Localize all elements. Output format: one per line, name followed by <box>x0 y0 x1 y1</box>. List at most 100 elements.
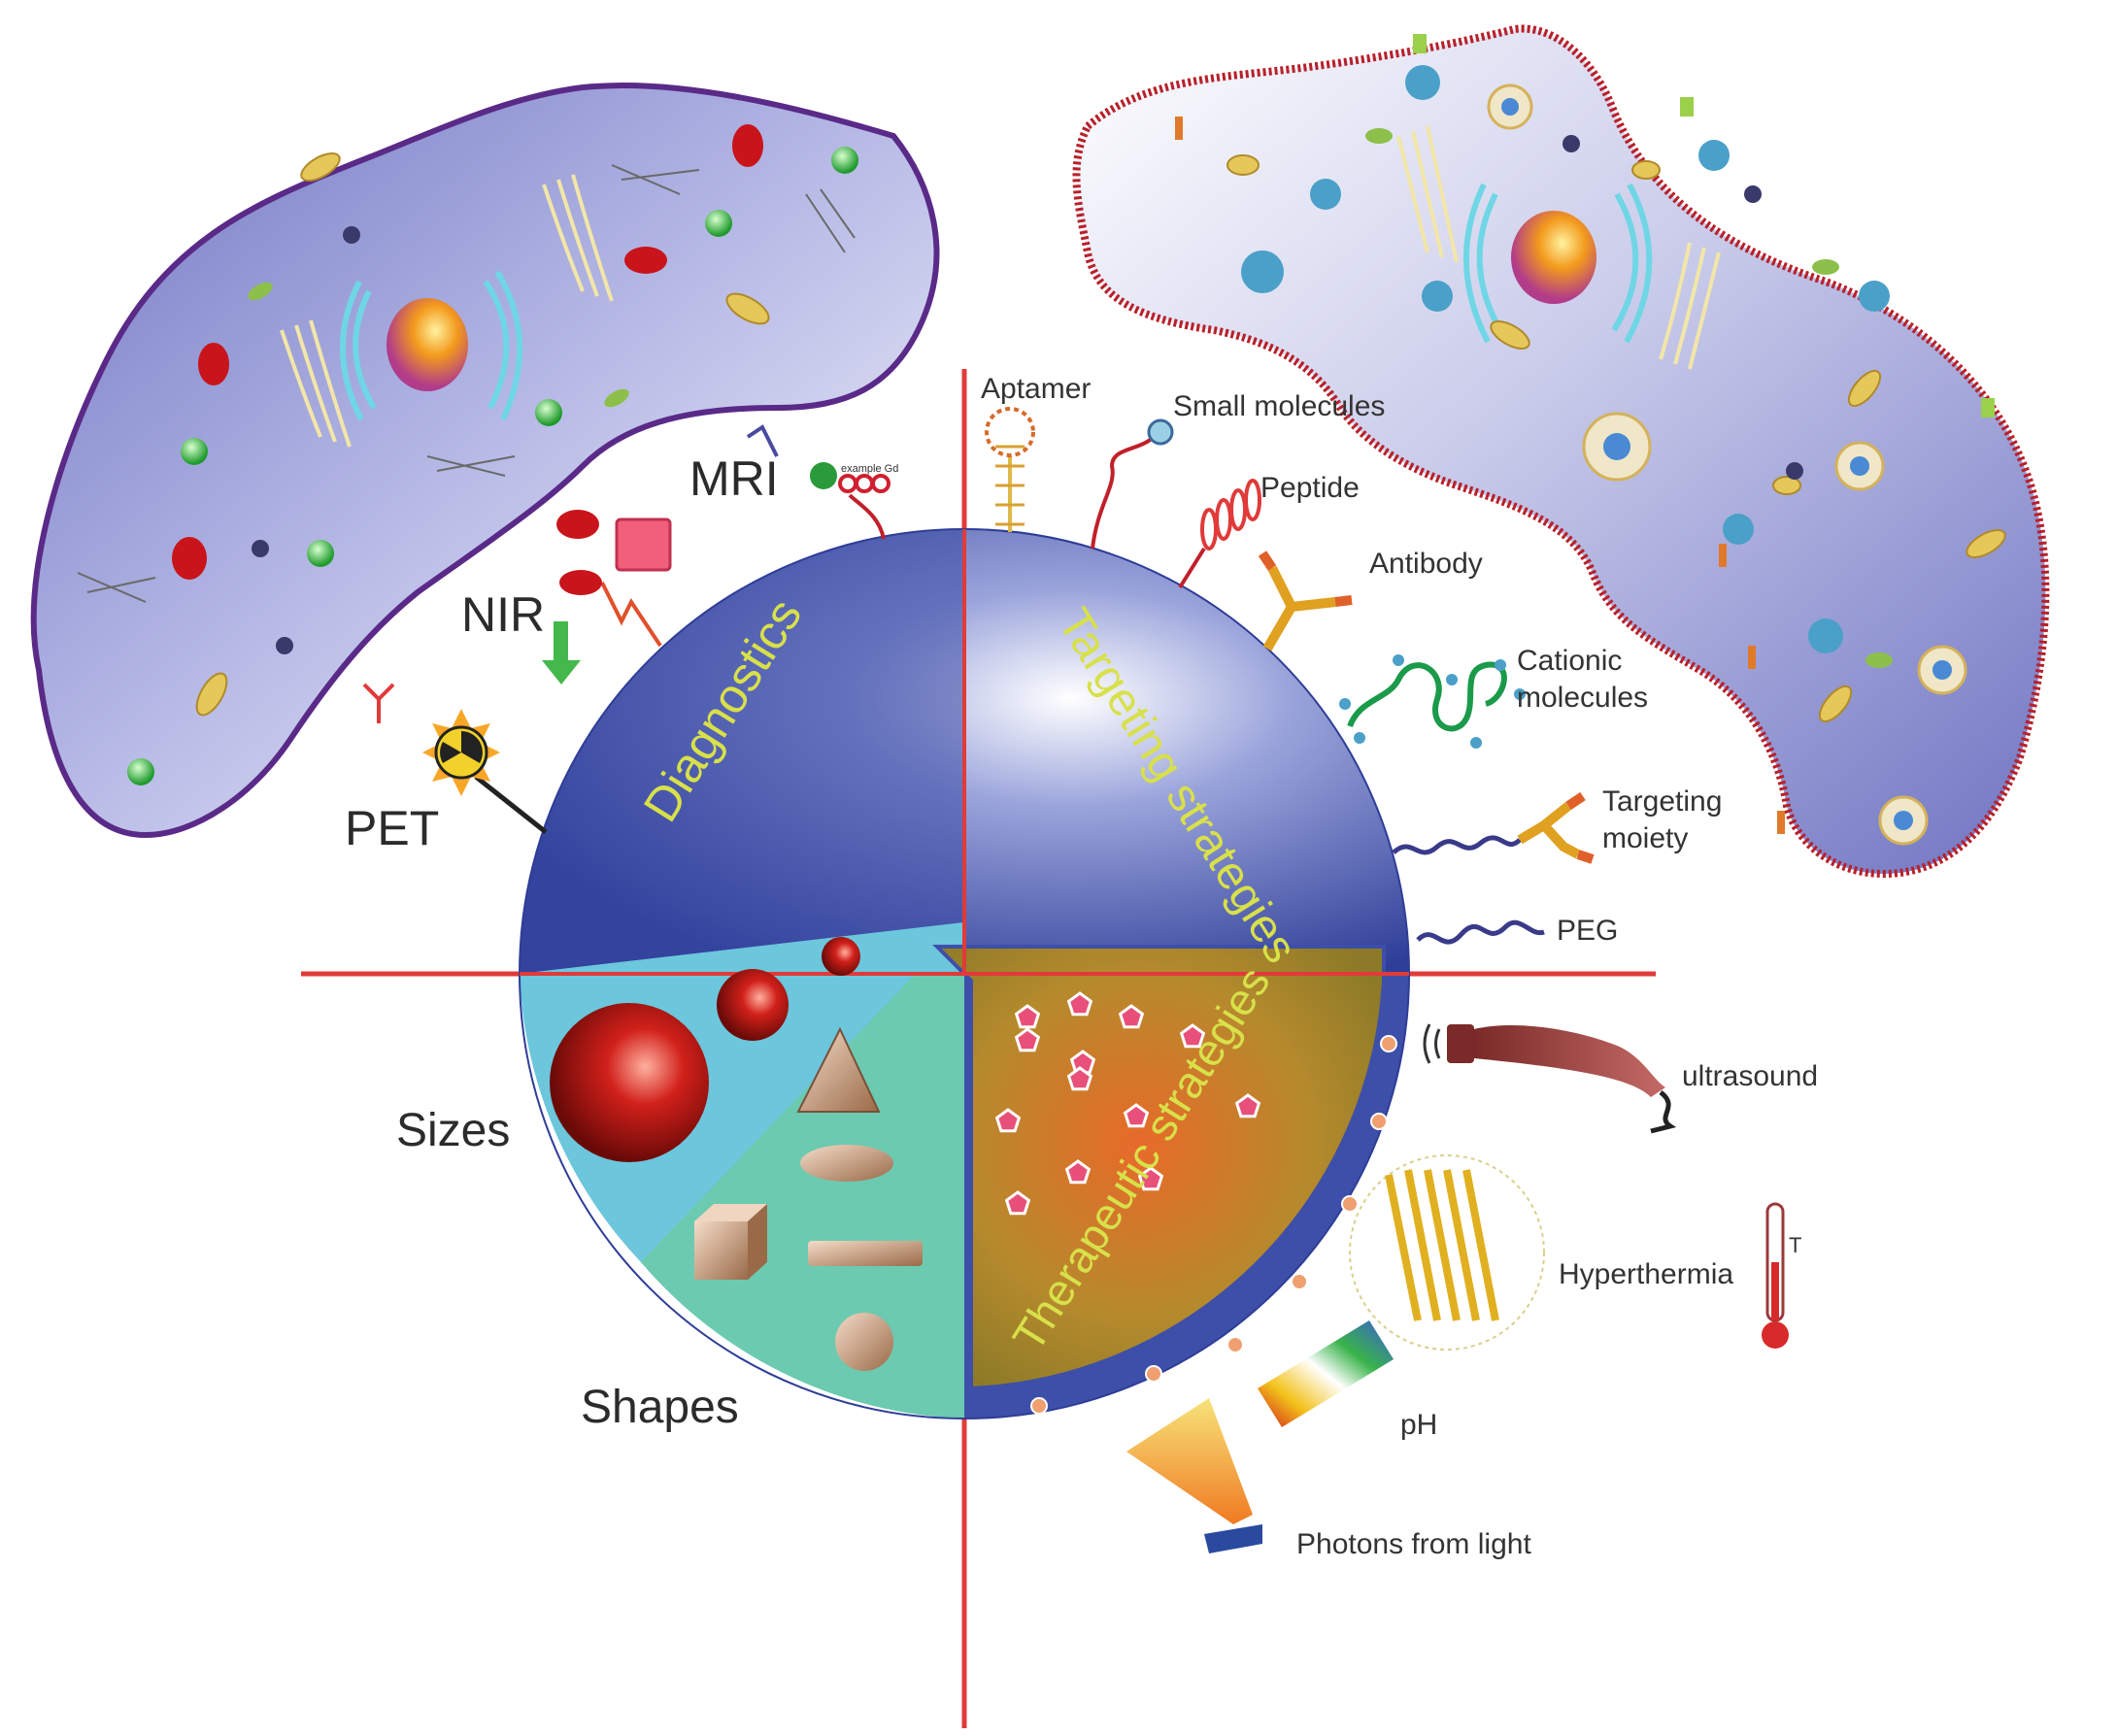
golgi <box>340 270 523 421</box>
diagnostics-shade <box>520 529 964 974</box>
targeting-moiety-label-1: Targeting <box>1602 785 1722 818</box>
drug-molecule <box>1014 1027 1041 1052</box>
endoplasmic-reticulum <box>1396 125 1721 370</box>
drug-molecule <box>1137 1166 1164 1191</box>
nir-label: NIR <box>461 587 545 642</box>
hyperthermia-coil: Hyperthermia T <box>1349 1154 1801 1351</box>
cube-shape <box>694 1204 767 1280</box>
drug-molecule <box>1014 1004 1041 1029</box>
ph-strip: pH <box>1258 1320 1437 1441</box>
nanoparticle-sphere <box>519 528 1411 1419</box>
aptamer-label: Aptamer <box>981 373 1091 405</box>
shapes-label: Shapes <box>581 1382 739 1433</box>
peg-chain: PEG <box>1416 915 1618 947</box>
membrane-receptors <box>1175 117 1785 834</box>
drug-molecule <box>1066 991 1093 1017</box>
nanoparticle-cores <box>1501 98 1952 830</box>
fibers <box>77 164 856 603</box>
right-cell-membrane <box>1072 24 2050 879</box>
shape-examples <box>694 1026 923 1371</box>
targeting-moiety-label-2: moiety <box>1602 822 1688 854</box>
drug-molecule <box>1004 1190 1031 1216</box>
sphere-medium <box>717 969 789 1041</box>
pet-agent: PET <box>345 683 548 855</box>
small-molecules-label: Small molecules <box>1173 390 1385 422</box>
drug-molecule <box>1234 1093 1261 1118</box>
membrane-green-receptors <box>1413 34 1995 417</box>
therapeutic-core <box>932 945 1386 1391</box>
mitochondria <box>1227 154 2006 723</box>
right-cell <box>1072 24 2050 879</box>
light-beam <box>1126 1398 1253 1524</box>
small-molecule-ligand: Small molecules <box>1091 390 1385 550</box>
nir-beaker <box>615 517 672 572</box>
ring-bead <box>1341 1195 1359 1213</box>
mri-agent: MRI example Gd <box>689 424 898 540</box>
drug-molecule <box>1179 1023 1206 1049</box>
nir-agent: NIR <box>461 517 672 684</box>
drug-molecule <box>994 1108 1022 1133</box>
drug-payload <box>994 991 1261 1216</box>
endoplasmic-reticulum <box>280 174 614 448</box>
thermometer-label: T <box>1789 1233 1801 1257</box>
small-molecule-icon <box>1147 418 1174 446</box>
dark-gears <box>1563 135 1803 480</box>
green-vesicles <box>1365 128 1893 668</box>
ring-bead <box>1380 1035 1397 1052</box>
ultrasound-probe: ultrasound <box>1423 1023 1818 1134</box>
light-source: Photons from light <box>1126 1398 1531 1560</box>
ph-label: pH <box>1400 1409 1437 1441</box>
ellipsoid-shape <box>800 1145 893 1182</box>
left-cell-membrane <box>30 83 940 839</box>
ring-bead <box>1030 1397 1048 1415</box>
shapes-region <box>641 922 964 1419</box>
antibody-label: Antibody <box>1369 548 1483 580</box>
cationic-label-1: Cationic <box>1517 645 1622 677</box>
nucleus <box>1511 211 1596 304</box>
nir-dye <box>559 570 602 595</box>
green-vesicles <box>127 147 858 785</box>
nir-arrow <box>542 621 581 684</box>
gd-atom <box>810 462 837 489</box>
leaf-organelles <box>248 282 629 408</box>
dark-gears <box>252 226 360 654</box>
drug-molecule <box>1118 1004 1145 1029</box>
sphere-small <box>822 937 860 976</box>
hyperthermia-label: Hyperthermia <box>1559 1258 1733 1290</box>
cationic-molecule: Cationic molecules <box>1339 645 1648 749</box>
photons-label: Photons from light <box>1296 1528 1531 1560</box>
ring-bead <box>1145 1365 1162 1383</box>
peptide-label: Peptide <box>1260 472 1360 504</box>
golgi <box>1463 183 1653 344</box>
cationic-label-2: molecules <box>1517 682 1648 714</box>
sizes-label: Sizes <box>396 1105 510 1156</box>
drug-molecule <box>1123 1103 1150 1128</box>
ultrasound-label: ultrasound <box>1682 1060 1818 1092</box>
rod-shape <box>808 1241 923 1266</box>
targeting-moiety: Targeting moiety <box>1392 785 1722 864</box>
pyramid-shape <box>796 1026 881 1113</box>
mri-coil <box>838 474 890 493</box>
ring-bead <box>1227 1336 1244 1353</box>
red-organelles <box>172 124 763 580</box>
sphere-large <box>550 1003 709 1162</box>
nucleus <box>386 298 468 391</box>
sphere-shape <box>835 1313 893 1371</box>
left-cell <box>30 83 940 839</box>
aptamer-ligand: Aptamer <box>981 373 1091 532</box>
drug-molecule <box>1066 1066 1093 1091</box>
peptide-ligand: Peptide <box>1178 472 1360 589</box>
mri-small-label: example Gd <box>841 463 898 475</box>
ring-bead <box>1370 1113 1388 1130</box>
antibody-ligand: Antibody <box>1258 548 1483 651</box>
ring-beads <box>1030 1035 1397 1415</box>
ring-bead <box>1291 1273 1308 1290</box>
ph-gradient <box>1258 1320 1394 1427</box>
blue-clusters <box>1241 65 1890 653</box>
mri-label: MRI <box>689 451 779 506</box>
drug-molecule <box>1064 1159 1092 1185</box>
lamp-icon <box>1204 1524 1262 1553</box>
mitochondria <box>195 152 770 717</box>
peg-label: PEG <box>1557 915 1618 947</box>
